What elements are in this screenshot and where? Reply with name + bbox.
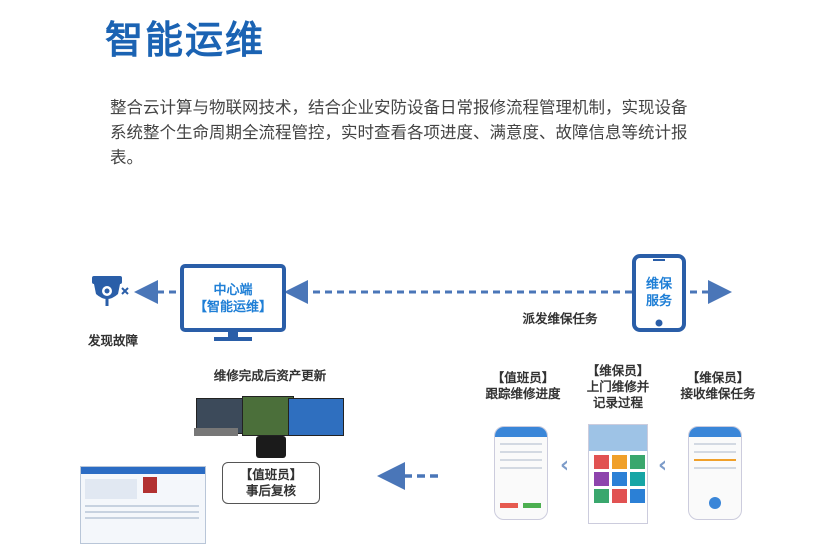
dashboard-divider <box>85 511 199 513</box>
security-camera-icon <box>88 272 130 314</box>
phone-mockup-record <box>588 424 648 524</box>
center-label-line2: 【智能运维】 <box>193 300 272 315</box>
tile <box>612 472 627 486</box>
mockup-line <box>694 467 736 469</box>
center-label: 中心端 【智能运维】 <box>182 282 284 316</box>
monitor-icon <box>180 264 286 342</box>
phone-label-line1: 维保 <box>645 277 672 292</box>
mockup-button <box>523 503 541 508</box>
mockup-line <box>500 459 542 461</box>
receive-line2: 接收维保任务 <box>680 386 756 401</box>
screen-thumb <box>242 396 294 436</box>
camera-label: 发现故障 <box>87 333 138 348</box>
mockup-header <box>689 427 741 437</box>
review-box: 【值班员】 事后复核 <box>222 462 320 504</box>
review-line1: 【值班员】 <box>239 467 303 482</box>
dashboard-thumbnail <box>80 466 206 544</box>
review-line2: 事后复核 <box>245 483 296 498</box>
mockup-line <box>694 451 736 453</box>
tile <box>612 489 627 503</box>
mockup-button <box>500 503 518 508</box>
screen-thumb <box>288 398 344 436</box>
dispatch-label: 派发维保任务 <box>522 311 598 326</box>
mockup-line <box>500 443 542 445</box>
page-description: 整合云计算与物联网技术，结合企业安防设备日常报修流程管理机制，实现设备系统整个生… <box>110 98 688 167</box>
page-title: 智能运维 <box>105 18 266 62</box>
tile <box>630 472 645 486</box>
tile <box>630 455 645 469</box>
phone-mockup-receive <box>688 426 742 520</box>
center-label-line1: 中心端 <box>213 283 253 298</box>
track-label: 【值班员】 跟踪维修进度 <box>478 370 568 402</box>
tile <box>594 489 609 503</box>
screen-stand <box>194 428 238 436</box>
mockup-line <box>694 443 736 445</box>
asset-update-label: 维修完成后资产更新 <box>213 368 327 383</box>
track-line1: 【值班员】 <box>491 370 555 385</box>
record-line3: 记录过程 <box>592 395 643 410</box>
record-label: 【维保员】 上门维修并 记录过程 <box>572 363 664 411</box>
mockup-header <box>495 427 547 437</box>
phone-label: 维保 服务 <box>634 276 684 310</box>
record-line2: 上门维修并 <box>586 379 650 394</box>
mockup-fab <box>709 497 721 509</box>
receive-line1: 【维保员】 <box>686 370 750 385</box>
dashboard-panel <box>143 477 157 493</box>
dashboard-divider <box>85 517 199 519</box>
mockup-grid <box>589 451 647 507</box>
record-line1: 【维保员】 <box>586 363 650 378</box>
tile <box>594 472 609 486</box>
mockup-line <box>500 467 542 469</box>
screens-collage <box>194 396 344 460</box>
receive-label: 【维保员】 接收维保任务 <box>670 370 766 402</box>
smartphone-icon <box>632 254 686 332</box>
dashboard-header <box>81 467 205 474</box>
mockup-line <box>694 459 736 461</box>
dashboard-panel <box>85 479 137 499</box>
chevron-left-icon: ‹ <box>658 453 668 478</box>
tile <box>594 455 609 469</box>
phone-mockup-track <box>494 426 548 520</box>
tablet-thumb <box>256 436 286 458</box>
tile <box>612 455 627 469</box>
mockup-line <box>500 451 542 453</box>
tile <box>630 489 645 503</box>
chevron-left-icon: ‹ <box>560 453 570 478</box>
dashboard-divider <box>85 505 199 507</box>
mockup-banner <box>589 425 647 451</box>
phone-label-line2: 服务 <box>645 294 672 309</box>
track-line2: 跟踪维修进度 <box>485 386 561 401</box>
